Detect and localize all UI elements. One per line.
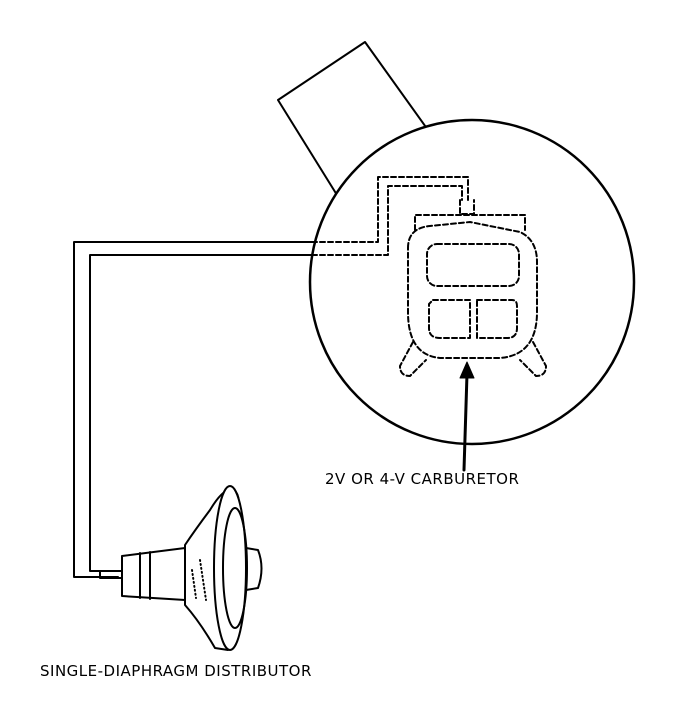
carburetor-label: 2V OR 4-V CARBURETOR (325, 470, 520, 488)
air-cleaner-snorkel (277, 41, 429, 196)
distributor-label: SINGLE-DIAPHRAGM DISTRIBUTOR (40, 662, 312, 680)
carburetor-pointer-head (459, 361, 475, 379)
distributor-diaphragm (99, 485, 263, 651)
carburetor-outline (399, 214, 547, 377)
carburetor-pointer-line (462, 372, 469, 472)
vacuum-hose-outer (73, 241, 313, 578)
air-cleaner-circle (308, 118, 636, 446)
